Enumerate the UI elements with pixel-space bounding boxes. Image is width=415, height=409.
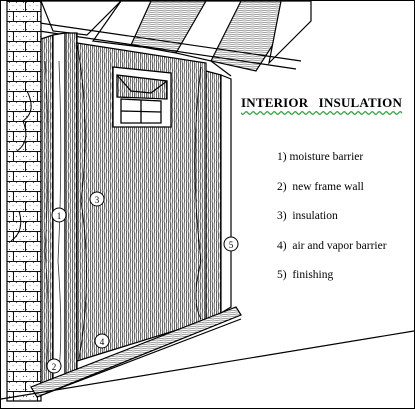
ceiling-joists	[25, 1, 312, 77]
legend-number: 4)	[277, 239, 287, 252]
frame-studs	[40, 32, 232, 388]
legend-number: 5)	[277, 269, 287, 281]
callout-5	[223, 236, 239, 252]
window	[112, 66, 172, 128]
legend-item: 3) insulation	[277, 210, 387, 240]
legend-label: moisture barrier	[289, 151, 364, 163]
legend-label: insulation	[292, 210, 338, 222]
brick-wall	[6, 1, 42, 402]
insulation-panel	[76, 42, 207, 362]
legend-list: 1) moisture barrier 2) new frame wall 3)…	[277, 151, 387, 299]
legend-number: 1)	[277, 151, 287, 163]
legend-item: 2) new frame wall	[277, 181, 387, 211]
legend-item: 1) moisture barrier	[277, 151, 387, 181]
callout-label-1: 1	[57, 211, 62, 221]
legend-label: air and vapor barrier	[292, 239, 387, 252]
callout-label-5: 5	[229, 240, 234, 250]
callout-label-3: 3	[95, 195, 100, 205]
legend-label: new frame wall	[292, 180, 364, 193]
callout-2	[46, 358, 62, 374]
legend-number: 3)	[277, 210, 287, 222]
callout-1	[51, 207, 67, 223]
callout-4	[94, 333, 110, 349]
floor-plate	[1, 306, 414, 400]
callout-label-4: 4	[100, 337, 105, 347]
callout-label-2: 2	[52, 362, 57, 372]
legend-label: finishing	[292, 269, 334, 281]
callout-markers	[46, 191, 239, 374]
callout-3	[89, 191, 105, 207]
legend-number: 2)	[277, 180, 287, 193]
diagram-title: INTERIOR INSULATION	[241, 95, 403, 110]
legend-item: 4) air and vapor barrier	[277, 240, 387, 270]
legend-item: 5) finishing	[277, 269, 387, 299]
